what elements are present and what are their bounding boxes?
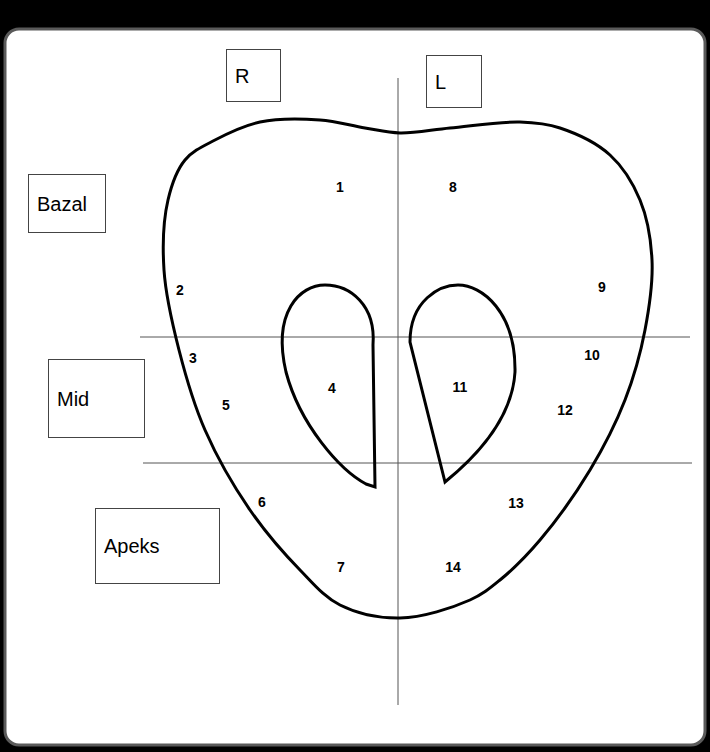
segment-number: 3 <box>189 351 197 365</box>
segment-number: 9 <box>598 280 606 294</box>
region-label: Apeks <box>104 534 160 558</box>
region-label: Bazal <box>37 192 87 216</box>
segment-number: 12 <box>557 403 573 417</box>
segment-number: 14 <box>445 560 461 574</box>
label-box: L <box>426 55 482 108</box>
ventricle-cavity <box>282 285 375 487</box>
segment-number: 2 <box>176 283 184 297</box>
segment-number: 13 <box>508 496 524 510</box>
segment-number: 1 <box>336 180 344 194</box>
segment-number: 10 <box>584 348 600 362</box>
region-label: Mid <box>57 387 89 411</box>
ventricle-cavity <box>410 285 515 482</box>
segment-number: 11 <box>453 380 468 394</box>
level-line <box>140 337 690 338</box>
label-box: R <box>226 49 281 102</box>
region-label: L <box>435 70 446 94</box>
axis-line <box>398 78 399 705</box>
region-label: R <box>235 64 249 88</box>
segment-number: 8 <box>449 180 457 194</box>
segment-number: 4 <box>328 381 336 395</box>
label-box: Mid <box>48 359 145 438</box>
panel <box>5 29 705 745</box>
label-box: Bazal <box>28 174 106 233</box>
segment-number: 7 <box>337 560 345 574</box>
segment-number: 5 <box>222 398 230 412</box>
label-box: Apeks <box>95 508 220 584</box>
segment-number: 6 <box>258 495 266 509</box>
level-line <box>143 463 692 464</box>
heart-outline <box>163 119 652 618</box>
